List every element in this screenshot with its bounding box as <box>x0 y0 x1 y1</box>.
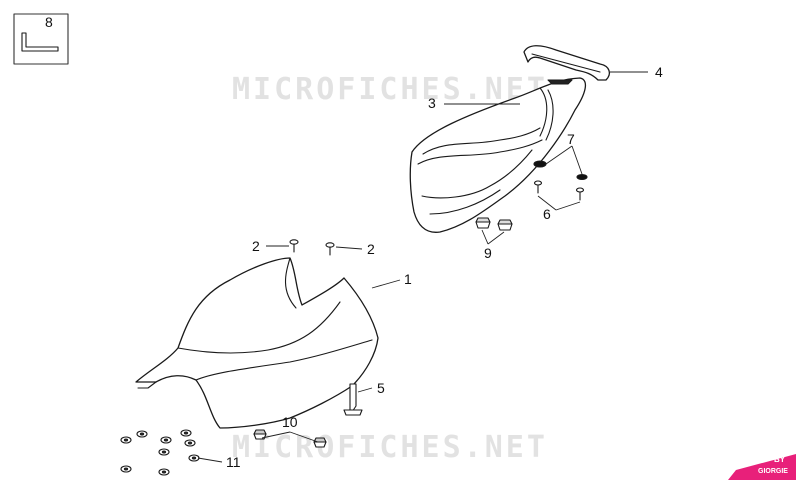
bolt-right <box>575 187 585 201</box>
badge-line2: GIORGIE <box>758 468 788 475</box>
callout-2-right: 2 <box>367 241 375 257</box>
leader-6 <box>537 195 581 211</box>
leader-2-right <box>335 246 363 250</box>
clip-left <box>475 217 491 229</box>
brand-badge-shape <box>728 454 796 480</box>
callout-4: 4 <box>655 64 663 80</box>
leader-lines <box>197 71 648 463</box>
callout-5: 5 <box>377 380 385 396</box>
seat-cowl <box>409 77 587 233</box>
callout-10: 10 <box>282 414 298 430</box>
screw-left <box>289 239 299 253</box>
leader-1 <box>371 279 401 289</box>
badge-line1: BY <box>774 455 786 464</box>
leader-5 <box>357 387 373 393</box>
callout-3: 3 <box>428 95 436 111</box>
callout-9: 9 <box>484 245 492 261</box>
screw-right <box>325 242 335 256</box>
leader-11 <box>197 457 223 463</box>
grab-handle <box>523 45 611 81</box>
leader-7 <box>545 145 583 175</box>
clip-10-right <box>313 437 327 448</box>
tool-box-label: 8 <box>45 14 53 30</box>
seat-latch <box>343 383 363 416</box>
callout-6: 6 <box>543 206 551 222</box>
watermark-bottom: MICROFICHES.NET <box>232 430 548 465</box>
rider-seat <box>135 257 379 429</box>
callout-11: 11 <box>226 454 241 470</box>
leader-10 <box>261 431 319 443</box>
watermark-top: MICROFICHES.NET <box>232 72 548 107</box>
bolt-left <box>533 180 543 194</box>
allen-key-icon <box>21 32 59 52</box>
callout-7: 7 <box>567 131 575 147</box>
rubber-pads <box>120 429 200 476</box>
washer-left <box>533 160 547 168</box>
leader-9 <box>481 229 505 245</box>
callout-2-left: 2 <box>252 238 260 254</box>
clip-right <box>497 219 513 231</box>
callout-1: 1 <box>404 271 412 287</box>
washer-right <box>576 173 588 181</box>
